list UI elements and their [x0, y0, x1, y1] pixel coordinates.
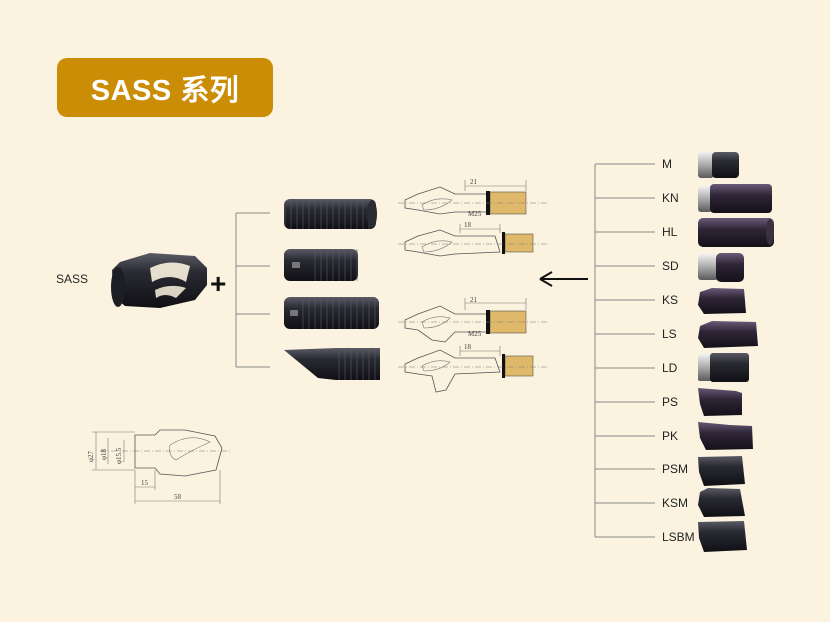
technical-drawing-2: 18 [398, 221, 548, 257]
variant-image-ps [698, 388, 742, 416]
variant-image-m [698, 152, 739, 178]
grip-3-image [284, 297, 379, 329]
variant-image-psm [698, 456, 745, 486]
variant-label-lsbm: LSBM [662, 530, 695, 544]
variant-label-hl: HL [662, 225, 678, 239]
variant-label-sd: SD [662, 259, 679, 273]
dim-58: 58 [174, 493, 182, 501]
variant-image-ksm [698, 488, 745, 517]
variant-image-sd [698, 253, 744, 282]
variant-image-ld [698, 353, 749, 382]
dim-m25-top: M25 [468, 210, 482, 218]
series-title: SASS 系列 [57, 58, 273, 117]
dim-21-trigger: 21 [470, 296, 478, 304]
dim-21-top: 21 [470, 178, 478, 186]
variant-image-kn [698, 184, 772, 213]
dim-m25-trigger: M25 [468, 330, 482, 338]
variant-label-ksm: KSM [662, 496, 688, 510]
grip-1-image [284, 199, 377, 229]
technical-drawing-3: 21 M25 [398, 296, 548, 343]
variant-label-kn: KN [662, 191, 679, 205]
grip-2-image [284, 249, 358, 281]
variant-image-lsbm [698, 521, 747, 552]
variant-label-ld: LD [662, 361, 678, 375]
left-arrow-icon [539, 271, 588, 287]
dim-phi15-5: φ15.5 [115, 447, 123, 464]
technical-drawing-1: 21 M25 [398, 178, 548, 218]
handle-bracket [235, 212, 270, 368]
variant-bracket [594, 163, 655, 538]
variant-label-psm: PSM [662, 462, 688, 476]
sass-label: SASS [56, 272, 88, 286]
technical-drawing-4: 18 [398, 343, 548, 393]
dim-18-trigger: 18 [464, 343, 472, 351]
variant-label-pk: PK [662, 429, 678, 443]
variant-label-m: M [662, 157, 672, 171]
variant-label-ps: PS [662, 395, 678, 409]
dim-phi18: φ18 [100, 448, 108, 460]
dim-phi27: φ27 [87, 450, 95, 462]
seat-dimension-drawing: φ27 φ18 φ15.5 15 58 [87, 429, 230, 504]
plus-sign: + [210, 268, 226, 299]
variant-image-hl [698, 218, 774, 247]
dim-18-top: 18 [464, 221, 472, 229]
variant-image-ls [698, 321, 758, 348]
variant-label-ls: LS [662, 327, 677, 341]
sass-seat-image [111, 253, 207, 308]
dim-15: 15 [141, 479, 149, 487]
grip-4-image [284, 348, 380, 380]
variant-image-ks [698, 288, 746, 314]
variant-image-pk [698, 422, 753, 450]
variant-label-ks: KS [662, 293, 678, 307]
